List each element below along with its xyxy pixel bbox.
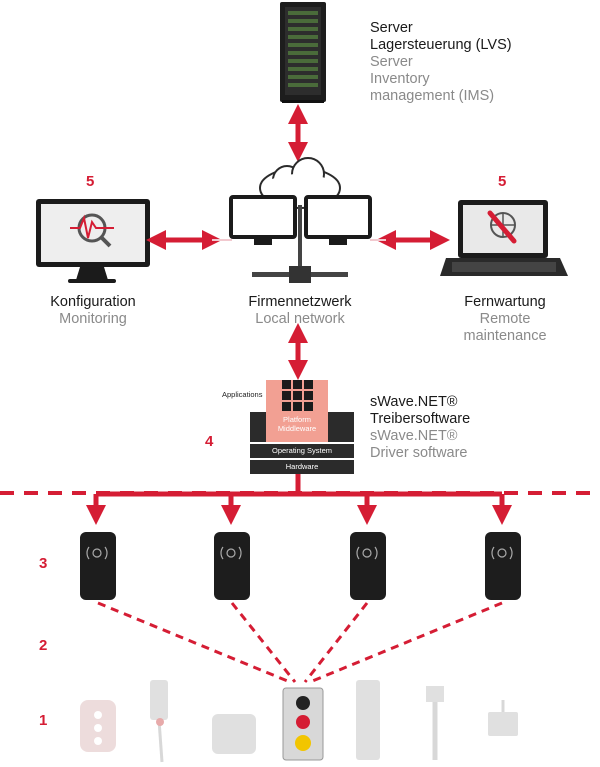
- network-label: Firmennetzwerk Local network: [230, 294, 370, 328]
- config-label-en: Monitoring: [59, 311, 127, 327]
- middleware-stack: [250, 380, 354, 474]
- platform-label: Platform Middleware: [266, 415, 328, 433]
- wireless-device-icon: [80, 700, 116, 752]
- level-3-number: 3: [39, 555, 48, 572]
- server-label-en-2: Inventory: [370, 71, 430, 87]
- server-label: Server Lagersteuerung (LVS) Server Inven…: [370, 20, 512, 105]
- driver-label-en-2: Driver software: [370, 445, 468, 461]
- wireless-device-icon: [150, 680, 168, 763]
- network-label-de: Firmennetzwerk: [248, 294, 352, 310]
- wireless-device-icon: [488, 700, 518, 736]
- wireless-device-icon: [426, 686, 444, 760]
- network-monitors-icon: [229, 195, 372, 283]
- server-label-en-3: management (IMS): [370, 88, 495, 104]
- server-label-de: Server: [370, 20, 413, 36]
- wireless-device-icon: [212, 714, 256, 754]
- level-2-number: 2: [39, 637, 48, 654]
- platform-label-1: Platform: [283, 415, 311, 424]
- hardware-label: Hardware: [285, 462, 319, 471]
- applications-label: Applications: [222, 390, 263, 399]
- server-label-en: Server: [370, 54, 413, 70]
- remote-label-en-2: maintenance: [463, 328, 547, 344]
- os-label: Operating System: [271, 446, 333, 455]
- middleware-number: 4: [205, 433, 214, 450]
- distribution-arrows: [86, 474, 512, 525]
- driver-label-de-2: Treibersoftware: [370, 411, 471, 427]
- driver-label-en: sWave.NET®: [370, 428, 458, 444]
- wireless-device-icon: [282, 687, 324, 761]
- config-label-de: Konfiguration: [50, 294, 136, 310]
- config-label: Konfiguration Monitoring: [28, 294, 158, 328]
- wireless-device-icon: [356, 680, 380, 760]
- level-1-number: 1: [39, 712, 48, 729]
- access-point-icon: [214, 532, 250, 600]
- remote-number: 5: [498, 173, 507, 190]
- driver-label: sWave.NET® Treibersoftware sWave.NET® Dr…: [370, 394, 470, 462]
- config-number: 5: [86, 173, 95, 190]
- laptop-wrench-icon: [440, 200, 568, 276]
- remote-label-de: Fernwartung: [464, 294, 546, 310]
- remote-label-en: Remote: [479, 311, 531, 327]
- network-label-en: Local network: [255, 311, 345, 327]
- server-rack-icon: [280, 2, 326, 103]
- platform-label-2: Middleware: [277, 424, 317, 433]
- driver-label-de: sWave.NET®: [370, 394, 458, 410]
- server-label-de-2: Lagersteuerung (LVS): [370, 37, 512, 53]
- remote-label: Fernwartung Remote maintenance: [440, 294, 570, 345]
- access-point-icon: [350, 532, 386, 600]
- access-point-icon: [80, 532, 116, 600]
- monitor-waveform-icon: [36, 199, 150, 283]
- wireless-links: [97, 601, 503, 684]
- access-point-icon: [485, 532, 521, 600]
